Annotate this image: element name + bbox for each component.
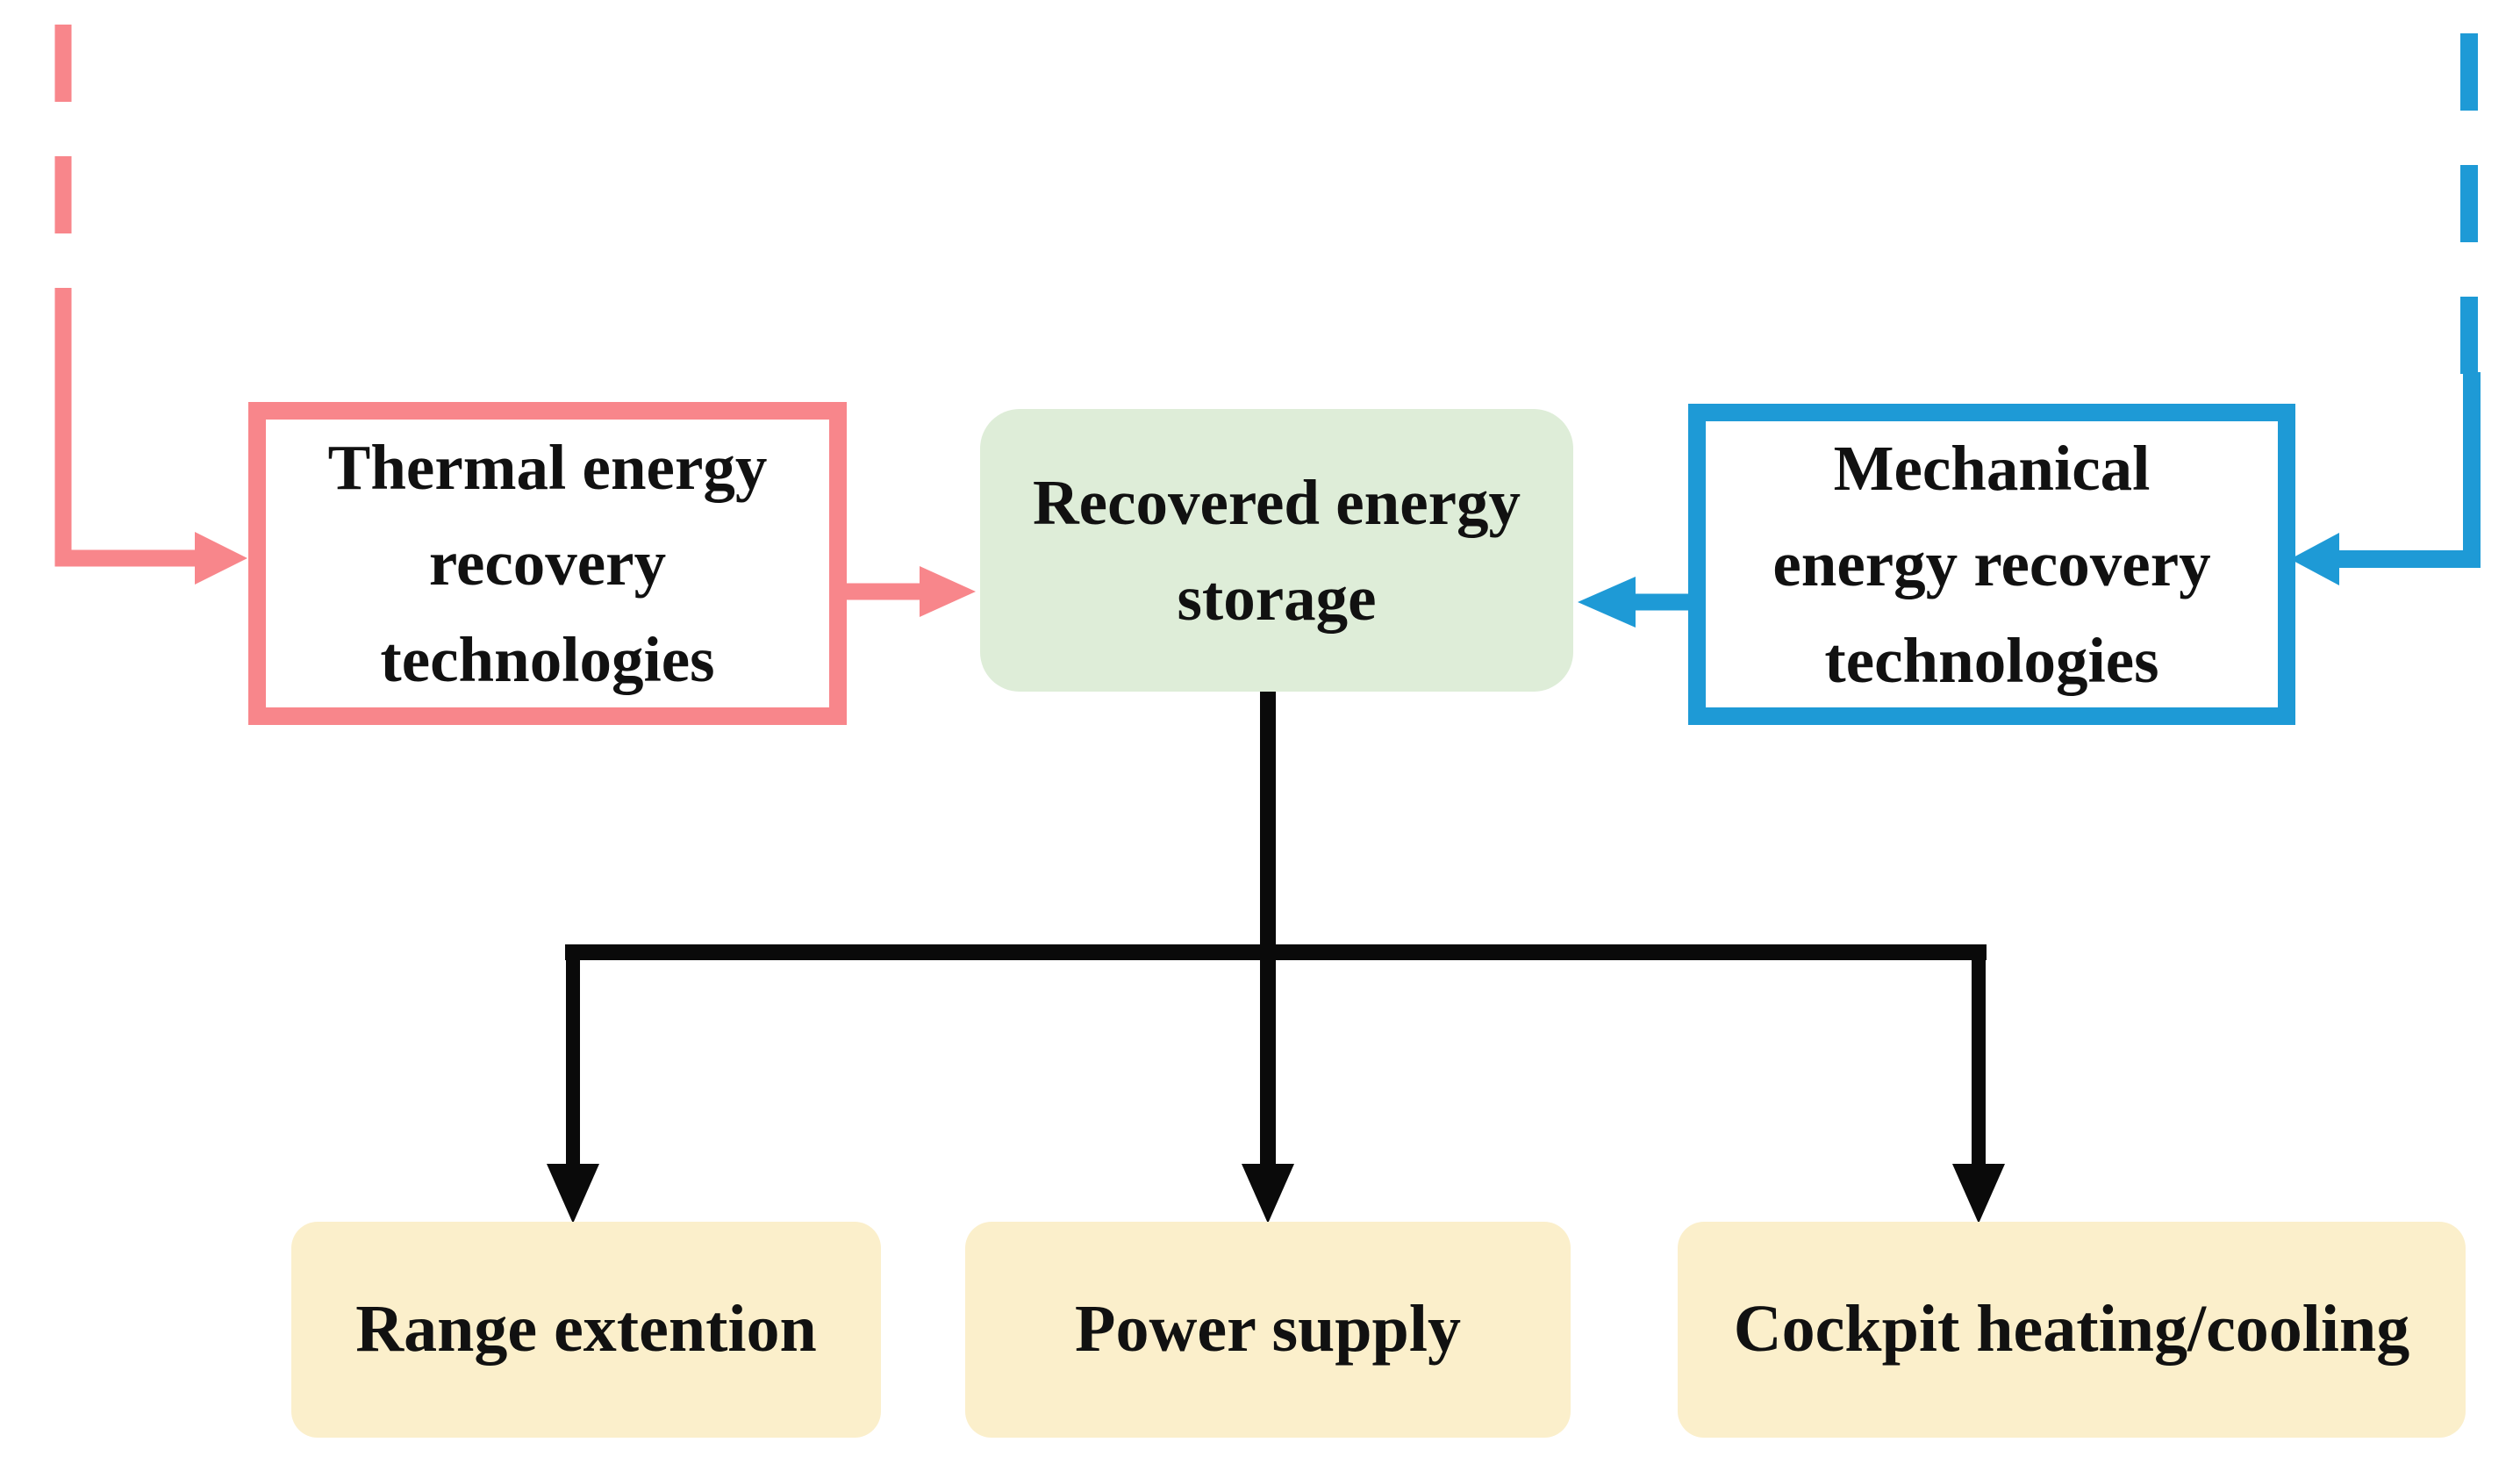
node-mechanical-energy-recovery: Mechanical energy recovery technologies — [1688, 404, 2295, 725]
node-recovered-energy-storage: Recovered energy storage — [980, 409, 1573, 692]
power-arrowhead-icon — [1242, 1164, 1294, 1223]
node-power-supply: Power supply — [965, 1222, 1571, 1438]
node-thermal-energy-recovery: Thermal energy recovery technologies — [248, 402, 847, 725]
mechanical-inflow-arrow — [2290, 33, 2481, 585]
mechanical-elbow-arrowhead-icon — [2290, 533, 2339, 585]
storage-distribution-tree — [547, 690, 2005, 1223]
thermal-to-storage-arrowhead-icon — [920, 566, 976, 617]
range-node-label: Range extention — [355, 1292, 817, 1367]
thermal-inflow-arrow — [54, 25, 247, 585]
thermal-elbow-arrowhead-icon — [195, 532, 247, 585]
node-range-extention: Range extention — [291, 1222, 881, 1438]
mechanical-to-storage-arrow — [1578, 577, 1690, 628]
mechanical-elbow-line — [2336, 372, 2481, 568]
power-node-label: Power supply — [1075, 1292, 1461, 1367]
node-cockpit-heating-cooling: Cockpit heating/cooling — [1678, 1222, 2466, 1438]
thermal-elbow-line — [54, 360, 195, 567]
mechanical-node-label: Mechanical energy recovery technologies — [1772, 432, 2211, 696]
thermal-to-storage-arrow — [845, 566, 976, 617]
storage-node-label: Recovered energy storage — [1032, 466, 1521, 635]
range-arrowhead-icon — [547, 1164, 599, 1223]
thermal-node-label: Thermal energy recovery technologies — [327, 431, 768, 695]
cockpit-node-label: Cockpit heating/cooling — [1733, 1292, 2410, 1367]
cockpit-arrowhead-icon — [1952, 1164, 2005, 1223]
mechanical-to-storage-arrowhead-icon — [1578, 577, 1636, 628]
